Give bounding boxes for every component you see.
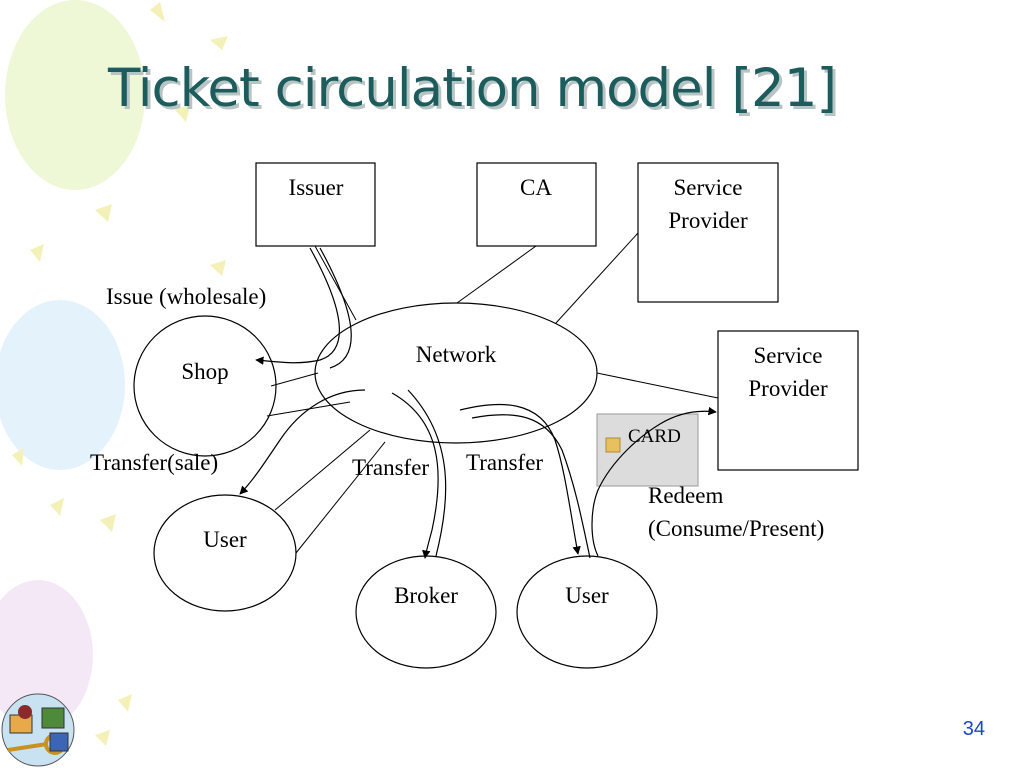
transfer-user-label: Transfer [466,450,544,475]
issue-wholesale-label: Issue (wholesale) [106,284,267,309]
redeem-label-line1: Redeem [648,483,724,508]
card-chip-icon [605,437,621,453]
shop-ellipse [133,315,277,457]
service-provider-right-label-line2: Provider [748,376,828,401]
blue-balloon [0,300,125,470]
service-provider-right-box [717,330,859,471]
slide-title: Ticket circulation model [21] [108,58,837,119]
ticket-flow-arrows [239,247,717,559]
redeem-label-line2: (Consume/Present) [648,516,825,541]
service-provider-top-box [637,162,779,303]
network-ellipse [314,302,598,444]
service-provider-top-label-line1: Service [673,175,743,200]
transfer-user-return [471,414,591,559]
user-bottom-ellipse [516,555,658,669]
redeem-arrow [591,406,717,557]
card-label: CARD [628,426,681,447]
transfer-broker-arrow [391,392,439,559]
ca-label: CA [520,175,552,200]
service-provider-top-label-line2: Provider [668,208,748,233]
user-left-label: User [203,527,247,552]
green-balloon [5,0,145,190]
transfer-sale-arrow [239,389,366,495]
transfer-user-arrow [459,403,581,555]
ca-box [476,162,597,247]
broker-label: Broker [394,583,458,608]
network-label: Network [415,342,497,367]
logo-icon [1,693,75,767]
transfer-broker-return [407,389,447,557]
transfer-broker-label: Transfer [352,455,430,480]
transfer-sale-label: Transfer(sale) [90,450,219,475]
service-provider-right-label-line1: Service [753,343,823,368]
shop-label: Shop [181,359,229,384]
user-bottom-label: User [565,583,609,608]
issue-wholesale-return [319,247,352,369]
issuer-label: Issuer [288,175,344,200]
page-number: 34 [962,718,985,740]
issue-wholesale-arrow [255,247,340,365]
purple-balloon [0,580,93,730]
confetti [12,2,228,746]
